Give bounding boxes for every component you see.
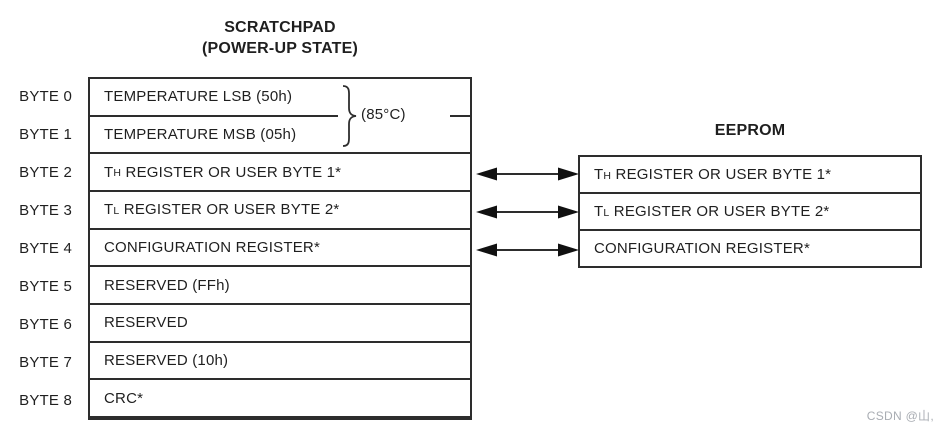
byte-label-3: BYTE 3 (19, 201, 72, 219)
divider-segment-right (450, 114, 470, 117)
double-arrow-icon (476, 205, 579, 219)
row-text: REGISTER OR USER BYTE 2* (609, 203, 830, 220)
power-up-temp-annotation: (85°C) (361, 106, 406, 123)
eeprom-row-2: CONFIGURATION REGISTER* (580, 231, 920, 266)
scratchpad-row-5: RESERVED (FFh) (90, 267, 470, 306)
byte-label-8: BYTE 8 (19, 392, 72, 410)
brace-icon (342, 85, 357, 147)
eeprom-title: EEPROM (714, 122, 786, 139)
row-text: T (104, 163, 114, 181)
scratchpad-title-line2: (POWER-UP STATE) (201, 40, 359, 57)
row-text: REGISTER OR USER BYTE 1* (611, 166, 832, 183)
row-text: REGISTER OR USER BYTE 1* (121, 163, 342, 181)
row-text: T (594, 166, 604, 183)
row-text: T (594, 203, 604, 220)
row-text: RESERVED (104, 314, 188, 332)
byte-label-6: BYTE 6 (19, 316, 72, 334)
row-text: CONFIGURATION REGISTER* (104, 239, 320, 257)
row-text: TEMPERATURE LSB (50h) (104, 88, 293, 106)
scratchpad-title-line1: SCRATCHPAD (224, 19, 336, 36)
row-text: CRC* (104, 389, 144, 407)
byte-label-4: BYTE 4 (19, 239, 72, 257)
double-arrow-icon (476, 243, 579, 257)
scratchpad-box: TEMPERATURE LSB (50h) TEMPERATURE MSB (0… (88, 77, 472, 420)
byte-label-2: BYTE 2 (19, 163, 72, 181)
divider-segment-left (90, 114, 338, 117)
byte-label-5: BYTE 5 (19, 278, 72, 296)
scratchpad-row-6: RESERVED (90, 305, 470, 343)
scratchpad-title: SCRATCHPAD (POWER-UP STATE) (88, 17, 472, 59)
scratchpad-row-7: RESERVED (10h) (90, 343, 470, 381)
scratchpad-row-8: CRC* (90, 380, 470, 419)
scratchpad-row-1: TEMPERATURE MSB (05h) (90, 117, 470, 155)
byte-label-0: BYTE 0 (19, 87, 72, 105)
row-text: REGISTER OR USER BYTE 2* (119, 201, 340, 219)
row-text: T (104, 201, 114, 219)
watermark: CSDN @山, (866, 409, 934, 423)
scratchpad-row-4: CONFIGURATION REGISTER* (90, 230, 470, 268)
byte-label-1: BYTE 1 (19, 125, 72, 143)
scratchpad-row-0: TEMPERATURE LSB (50h) (90, 79, 470, 117)
row-text: CONFIGURATION REGISTER* (594, 240, 810, 257)
row-text: RESERVED (10h) (104, 352, 229, 370)
byte-label-7: BYTE 7 (19, 354, 72, 372)
byte-label-column: BYTE 0 BYTE 1 BYTE 2 BYTE 3 BYTE 4 BYTE … (0, 77, 72, 420)
double-arrow-icon (476, 167, 579, 181)
row-text: RESERVED (FFh) (104, 276, 230, 294)
row-text: TEMPERATURE MSB (05h) (104, 126, 297, 143)
